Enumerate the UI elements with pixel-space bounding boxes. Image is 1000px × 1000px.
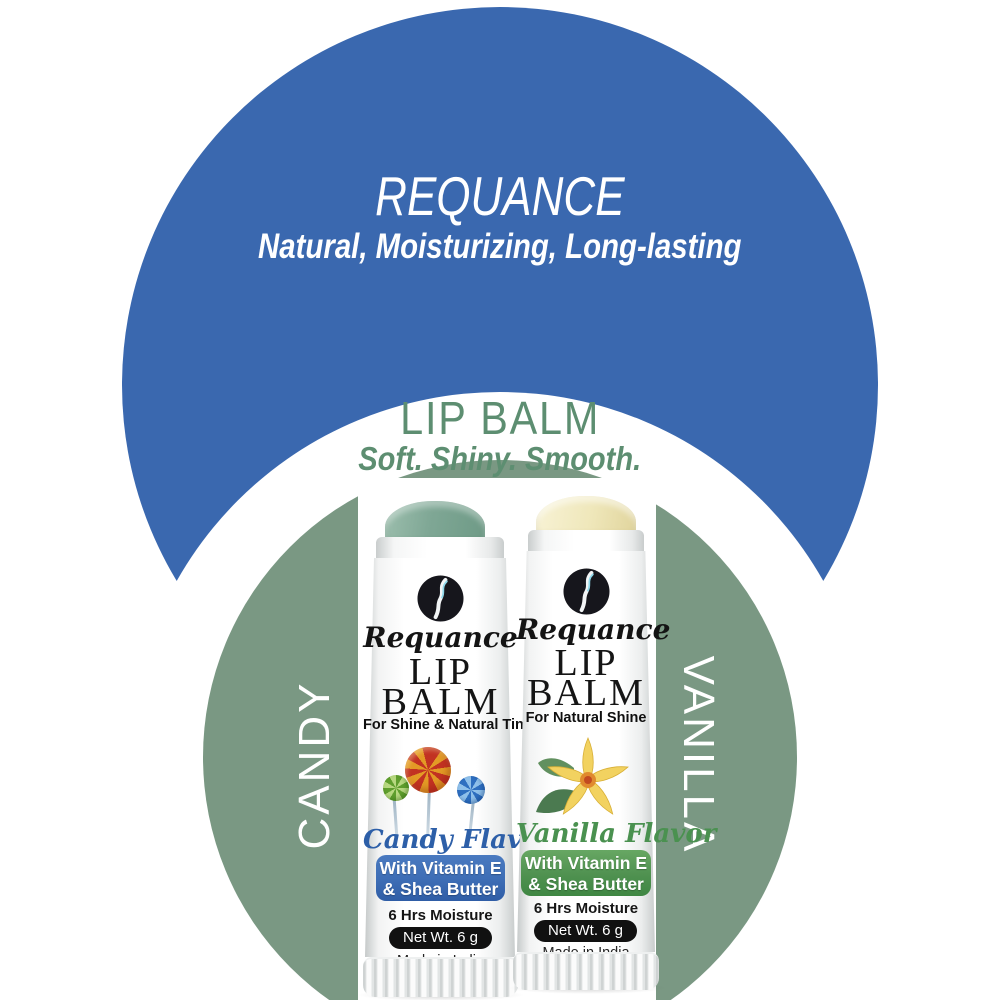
green-lollipop-icon xyxy=(383,775,409,801)
brand-tagline-text: Natural, Moisturizing, Long-lasting xyxy=(258,227,742,266)
requance-logo-icon xyxy=(417,575,464,622)
vanilla-benefit-band: With Vitamin E & Shea Butter xyxy=(521,850,651,896)
candy-tube-base xyxy=(363,957,518,997)
flavor-label-candy: CANDY xyxy=(290,680,339,850)
candy-lip-balm-tube: Requance LIP BALM For Shine & Natural Ti… xyxy=(357,495,554,1000)
candy-benefit-line2: & Shea Butter xyxy=(382,879,499,899)
vanilla-moisture-text: 6 Hrs Moisture xyxy=(533,900,639,917)
brand-title: REQUANCE xyxy=(250,168,750,224)
candy-brand-script: Requance xyxy=(363,621,518,654)
brand-title-text: REQUANCE xyxy=(375,165,625,227)
requance-logo-icon xyxy=(563,568,610,615)
vanilla-lip-balm-tube: Requance LIP BALM For Natural Shine xyxy=(508,492,717,1000)
category-subtitle: Soft. Shiny. Smooth. xyxy=(250,441,750,477)
candy-flavor-script: Candy Flavor xyxy=(363,825,554,855)
vanilla-flower-icon xyxy=(516,732,656,832)
category-title: LIP BALM xyxy=(250,394,750,442)
vanilla-flavor-script: Vanilla Flavor xyxy=(516,819,717,849)
candy-descriptor: For Shine & Natural Tint xyxy=(363,717,529,733)
vanilla-descriptor: For Natural Shine xyxy=(525,710,647,726)
vanilla-benefit-line2: & Shea Butter xyxy=(528,874,644,894)
candy-net-weight-badge: Net Wt. 6 g xyxy=(389,927,492,949)
blue-lollipop-icon xyxy=(457,776,485,804)
product-photo-panel: Requance LIP BALM For Shine & Natural Ti… xyxy=(357,478,717,1000)
red-swirl-lollipop-icon xyxy=(405,747,451,793)
vanilla-brand-script: Requance xyxy=(516,613,671,646)
candy-benefit-line1: With Vitamin E xyxy=(379,858,502,878)
vanilla-net-weight-badge: Net Wt. 6 g xyxy=(534,920,637,942)
candy-moisture-text: 6 Hrs Moisture xyxy=(388,907,493,924)
vanilla-tube-base xyxy=(513,952,659,990)
candy-benefit-band: With Vitamin E & Shea Butter xyxy=(376,855,505,901)
category-title-text: LIP BALM xyxy=(399,392,601,444)
candy-tube-rim xyxy=(376,537,504,560)
category-subtitle-text: Soft. Shiny. Smooth. xyxy=(358,440,642,477)
brand-tagline: Natural, Moisturizing, Long-lasting xyxy=(150,226,850,268)
lollipops-graphic xyxy=(363,740,518,840)
candy-product-name: LIP BALM xyxy=(381,651,500,723)
vanilla-product-name: LIP BALM xyxy=(527,642,645,714)
vanilla-tube-rim xyxy=(528,530,644,553)
vanilla-benefit-line1: With Vitamin E xyxy=(524,853,648,873)
